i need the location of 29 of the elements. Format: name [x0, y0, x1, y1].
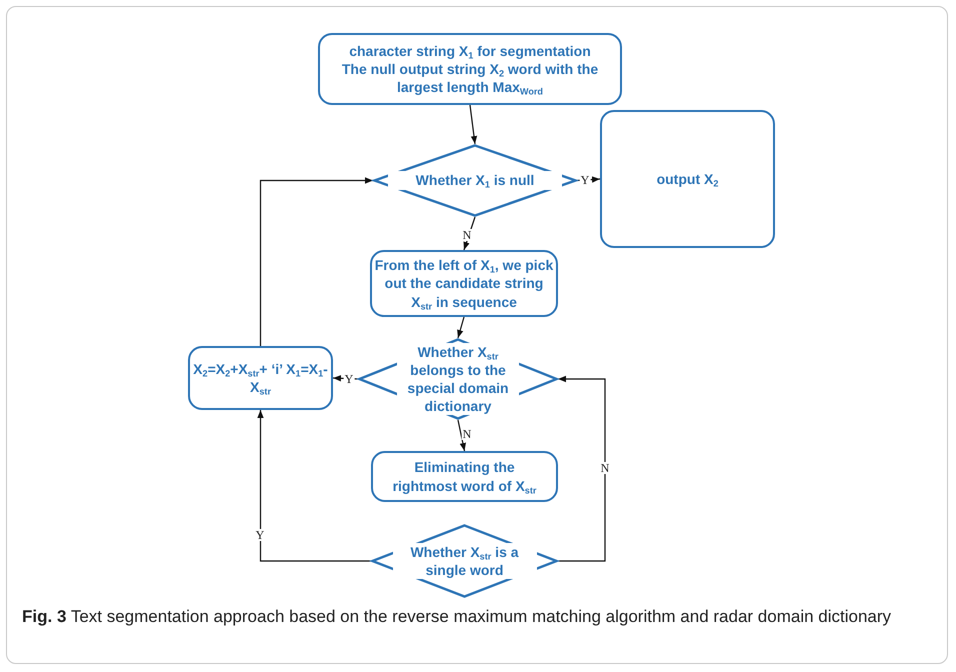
node-text: Whether X$_{str}$ belongs to the special domain dictionary — [397, 342, 519, 416]
process-box — [370, 250, 558, 317]
decision-diamond — [373, 144, 577, 217]
node-text: Whether X$_{1}$ is null — [388, 171, 562, 190]
arrow — [257, 410, 371, 562]
node-text: Eliminating the rightmost word of X$_{str}$ — [392, 458, 538, 495]
edge-label: Y — [254, 529, 266, 541]
node-text: output X$_{2}$ — [656, 170, 720, 188]
process-box — [188, 346, 333, 410]
edge-label: Y — [344, 373, 354, 385]
edge-label: N — [462, 229, 472, 241]
edge-label: N — [462, 428, 472, 440]
edge-label: N — [600, 462, 610, 474]
node-text: Whether X$_{str}$ is a single word — [392, 542, 536, 580]
process-box — [318, 33, 622, 105]
arrow — [457, 420, 466, 452]
arrow — [260, 177, 373, 346]
process-box — [600, 110, 775, 248]
node-text: X$_{2}$=X$_{2}$+X$_{str}$+ ‘i’ X$_{1}$=X$_{1}$-X$_{str}$ — [193, 360, 328, 396]
figure-caption: Fig. 3 Text segmentation approach based on the reverse maximum matching algorithm and radar domain dictionary — [22, 606, 892, 628]
arrow — [457, 316, 465, 338]
node-text: From the left of X$_{1}$, we pick out the candidate string X$_{str}$ in sequence — [374, 256, 554, 311]
decision-diamond — [371, 524, 558, 598]
node-text: character string X$_{1}$ for segmentation The null output string X$_{2}$ word with the largest length Max$_{Word}$ — [340, 42, 600, 96]
process-box — [371, 451, 558, 502]
decision-diamond — [358, 338, 558, 420]
arrow — [558, 376, 606, 562]
edge-label: Y — [580, 174, 590, 186]
arrow — [469, 104, 478, 144]
